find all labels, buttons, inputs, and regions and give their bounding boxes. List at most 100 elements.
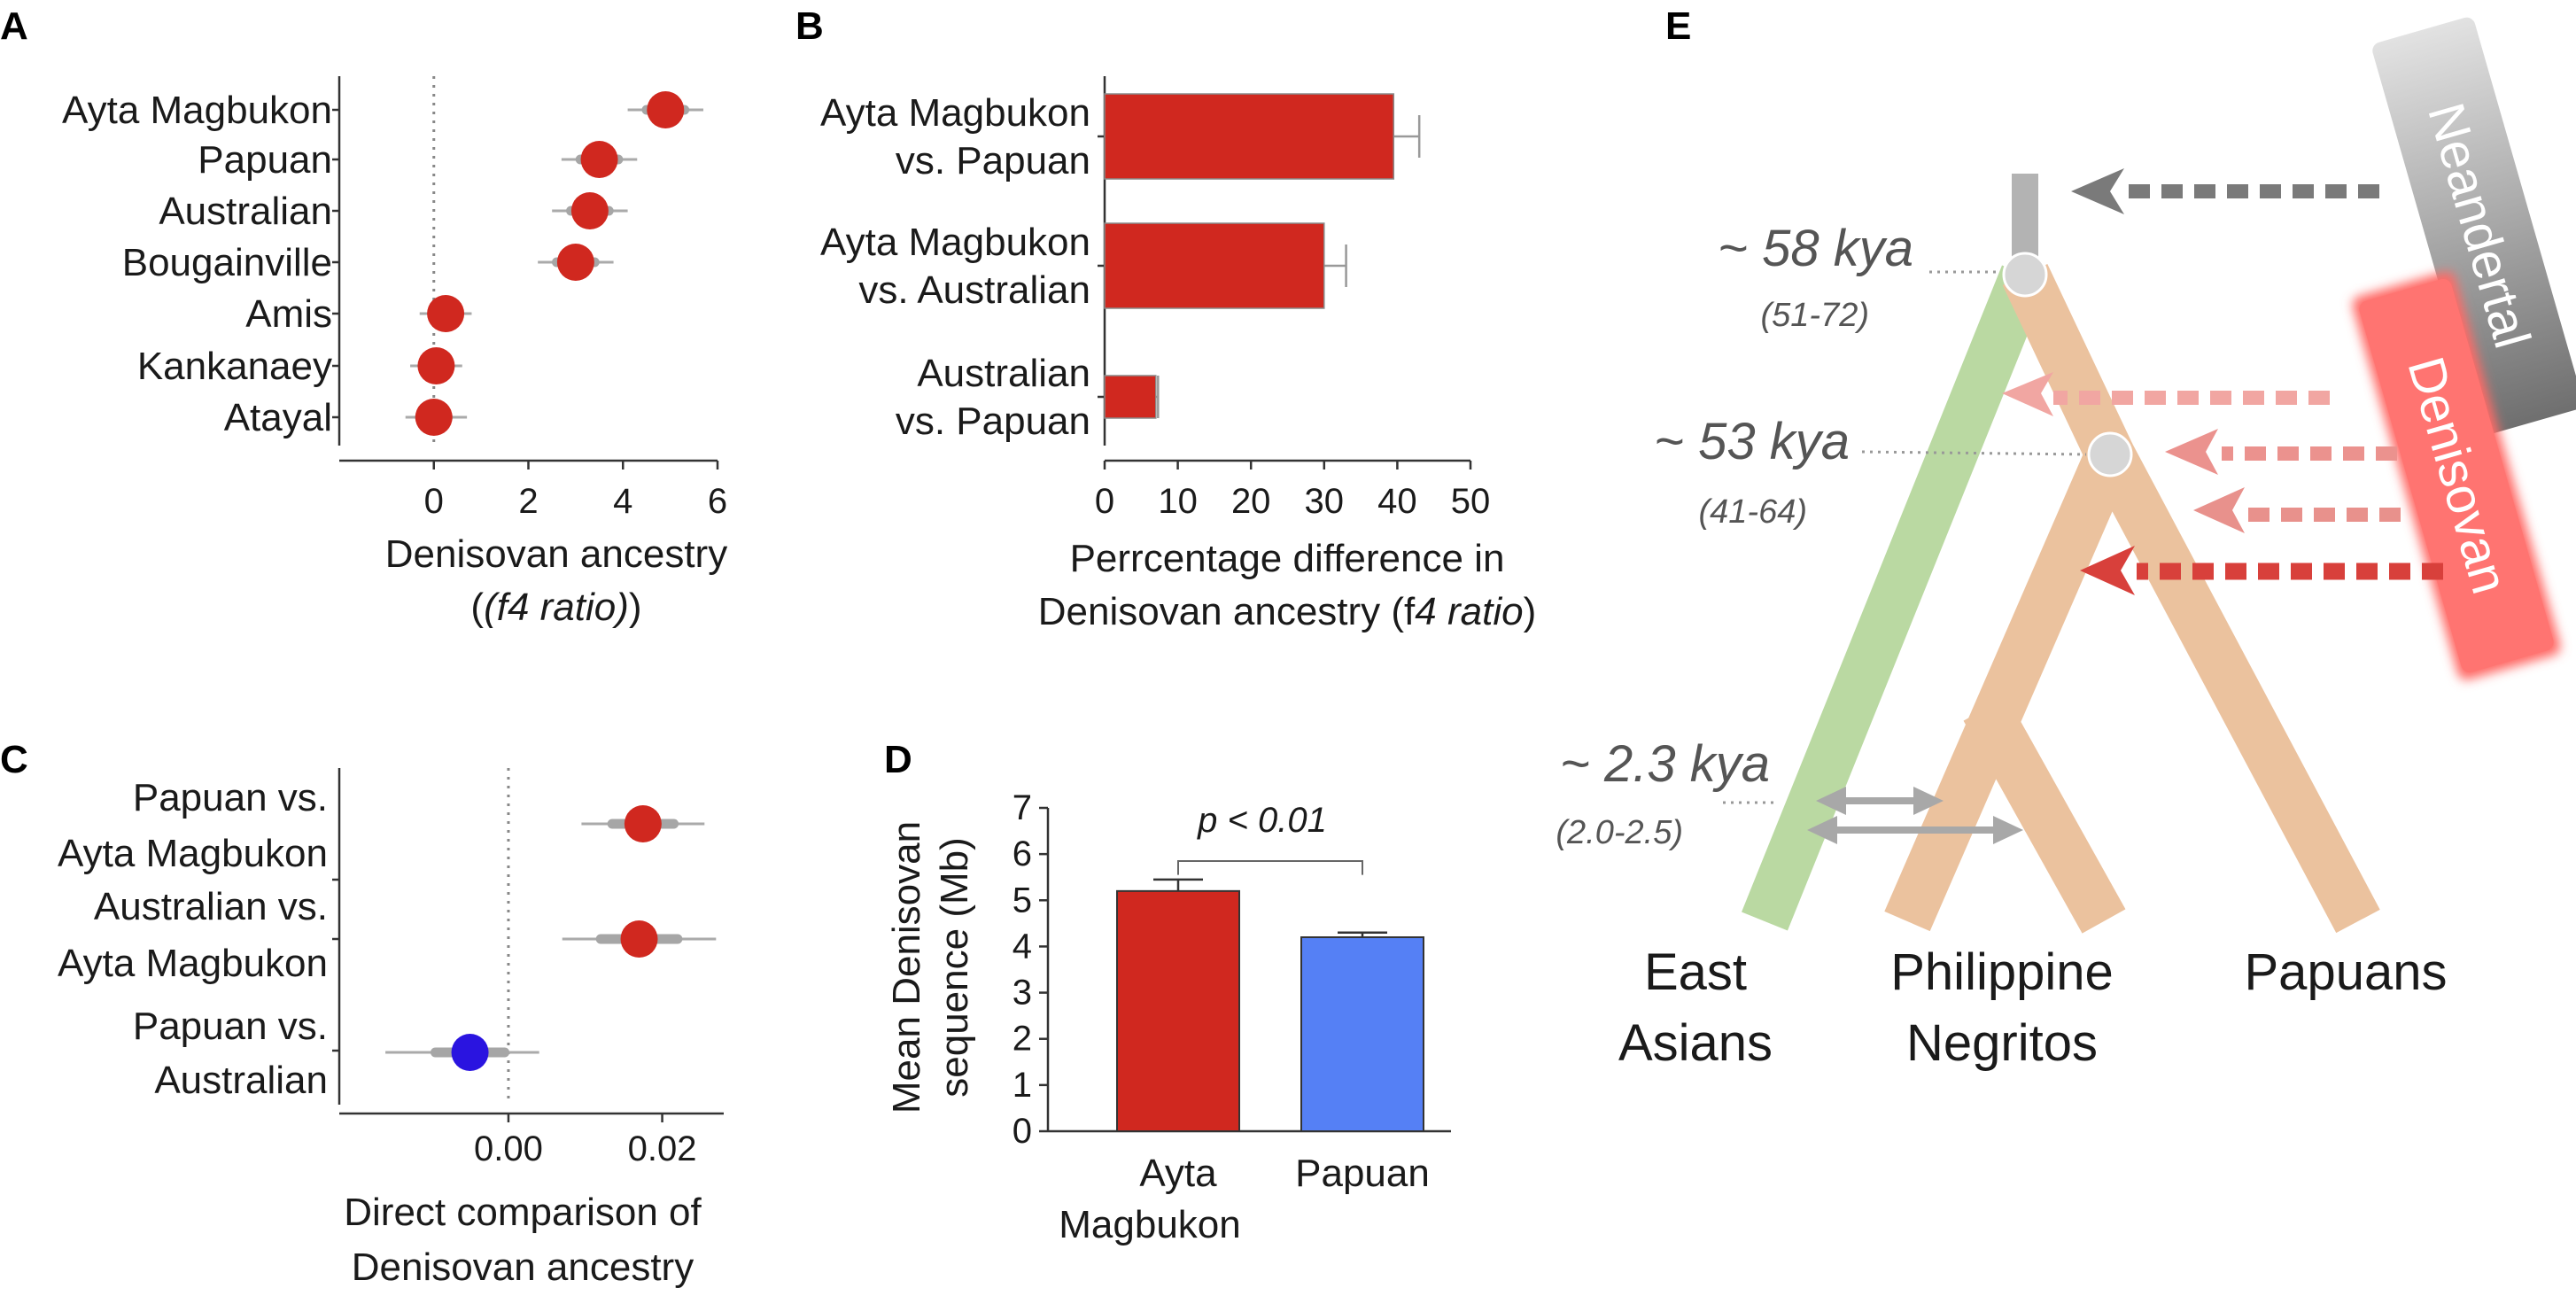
- papuan-branch: [2088, 442, 2380, 934]
- panel-b-x-label-line2: Denisovan ancestry (f4 ratio): [1038, 590, 1536, 633]
- panel-d-y-label-line2: sequence (Mb): [933, 837, 976, 1097]
- node-58kya: [2002, 252, 2048, 298]
- panel-d-category-label: Papuan: [1295, 1152, 1430, 1195]
- panel-a-category-labels: Ayta MagbukonPapuanAustralianBougainvill…: [62, 89, 332, 439]
- panel-e-letter: E: [1665, 4, 1691, 48]
- panel-b-y-ticks: [1098, 135, 1105, 399]
- denisovan-gene-flow-arrow-4: [2080, 546, 2443, 595]
- panel-b-category-label: vs. Australian: [858, 268, 1090, 312]
- panel-a-category-label: Australian: [159, 190, 332, 233]
- panel-a-y-ticks: [332, 108, 339, 419]
- panel-a-point: [647, 91, 685, 128]
- panel-c-category-label: Ayta Magbukon: [58, 942, 328, 985]
- node-53kya-range: (41-64): [1699, 493, 1808, 531]
- negrito-branch-right: [1963, 696, 2126, 934]
- panel-c: C Papuan vs. Ayta Magbukon Australian vs. A…: [0, 738, 724, 1289]
- panel-a-category-label: Atayal: [224, 396, 332, 439]
- panel-a-category-label: Bougainville: [122, 241, 332, 284]
- panel-a-x-tick-label: 2: [518, 482, 538, 521]
- panel-a-category-label: Papuan: [198, 138, 332, 182]
- panel-b-category-label: vs. Papuan: [896, 139, 1090, 182]
- panel-c-point: [624, 805, 662, 842]
- panel-c-point: [451, 1034, 489, 1071]
- negrito-branch-left: [1884, 444, 2133, 932]
- node-2kya-age: ~ 2.3 kya: [1560, 735, 1770, 793]
- panel-a-points: [405, 91, 703, 436]
- panel-a-point: [580, 141, 618, 178]
- panel-a-x-tick-label: 4: [613, 482, 632, 521]
- panel-c-category-label: Australian vs.: [94, 885, 328, 928]
- node-58kya-age: ~ 58 kya: [1718, 220, 1913, 277]
- panel-b-category-label: vs. Papuan: [896, 400, 1090, 443]
- leaf-papuans: Papuans: [2245, 943, 2448, 1001]
- panel-d-y-tick-label: 2: [1013, 1020, 1032, 1059]
- denisovan-gene-flow-arrow-2: [2165, 429, 2397, 475]
- panel-d-bars: [1116, 878, 1424, 1132]
- leaf-east-asians-line1: East: [1644, 943, 1747, 1001]
- panel-b-category-label: Australian: [917, 352, 1090, 395]
- panel-d-category-label: Ayta: [1139, 1152, 1217, 1195]
- panel-d-y-tick-label: 1: [1013, 1066, 1032, 1105]
- panel-a-letter: A: [0, 4, 28, 48]
- panel-d-bar: [1300, 936, 1424, 1132]
- panel-d-p-value: p < 0.01: [1197, 801, 1327, 840]
- panel-d: D Mean Denisovan sequence (Mb) 01234567 …: [884, 738, 1451, 1246]
- panel-c-x-tick-label: 0.00: [474, 1129, 543, 1168]
- papuan-negrito-branch-upper: [2002, 264, 2133, 465]
- panel-a-point: [556, 244, 594, 281]
- panel-a-category-label: Kankanaey: [137, 345, 332, 388]
- panel-d-bracket-line: [1177, 859, 1363, 875]
- panel-b-x-tick-label: 30: [1305, 482, 1345, 521]
- panel-a: A Ayta MagbukonPapuanAustralianBougainvi…: [0, 4, 727, 629]
- east-asian-branch: [1742, 265, 2048, 931]
- node-58kya-range: (51-72): [1761, 297, 1870, 334]
- panel-d-bar: [1116, 889, 1240, 1132]
- panel-c-y-ticks: [332, 878, 339, 1052]
- panel-b-bars: [1104, 93, 1421, 419]
- panel-a-category-label: Ayta Magbukon: [62, 89, 332, 132]
- panel-e: E Neandertal Denisovan ~ 58 kya (51-72): [1556, 4, 2576, 1072]
- panel-b-bar: [1104, 222, 1325, 309]
- panel-c-category-label: Papuan vs.: [133, 776, 328, 819]
- panel-b-x-label-line1: Perrcentage difference in: [1070, 537, 1505, 580]
- denisovan-gene-flow-arrow-3: [2193, 487, 2401, 533]
- panel-a-x-label: Denisovan ancestry: [385, 532, 727, 576]
- panel-b-x-tick-label: 10: [1158, 482, 1198, 521]
- panel-c-point: [620, 920, 658, 958]
- panel-d-y-tick-label: 5: [1013, 881, 1032, 920]
- panel-a-point: [417, 347, 455, 384]
- leaf-philippine-negritos-line1: Philippine: [1890, 943, 2114, 1001]
- panel-d-y-tick-label: 0: [1013, 1112, 1032, 1151]
- node-53kya-age: ~ 53 kya: [1654, 413, 1850, 470]
- panel-b-x-tick-label: 0: [1095, 482, 1114, 521]
- panel-d-y-tick-label: 3: [1013, 974, 1032, 1013]
- panel-a-x-label-italic: ((f4 ratio)): [470, 586, 641, 629]
- panel-a-category-label: Amis: [245, 292, 332, 336]
- node-2kya-range: (2.0-2.5): [1556, 814, 1683, 851]
- panel-b-bar: [1104, 375, 1157, 419]
- neandertal-gene-flow-arrow: [2071, 168, 2379, 214]
- panel-d-category-label: Magbukon: [1059, 1203, 1240, 1246]
- panel-a-point: [427, 295, 465, 332]
- panel-b-category-label: Ayta Magbukon: [820, 91, 1090, 135]
- panel-d-y-tick-label: 6: [1013, 834, 1032, 873]
- panel-c-letter: C: [0, 738, 28, 781]
- leaf-philippine-negritos-line2: Negritos: [1906, 1014, 2098, 1072]
- panel-b-bar: [1104, 93, 1395, 180]
- denisovan-gene-flow-arrow-1: [2002, 372, 2330, 416]
- node-53kya-leader: [1861, 450, 2087, 456]
- panel-d-y-tick-label: 4: [1013, 927, 1032, 966]
- panel-a-point: [415, 399, 453, 436]
- panel-c-x-label-line2: Denisovan ancestry: [352, 1246, 694, 1289]
- panel-b-category-label: Ayta Magbukon: [820, 221, 1090, 264]
- east-asian-negrito-gene-flow-arrows: [1807, 787, 2023, 844]
- panel-a-point: [570, 192, 609, 229]
- panel-c-category-label: Australian: [154, 1059, 328, 1102]
- panel-d-y-label-line1: Mean Denisovan: [885, 821, 928, 1114]
